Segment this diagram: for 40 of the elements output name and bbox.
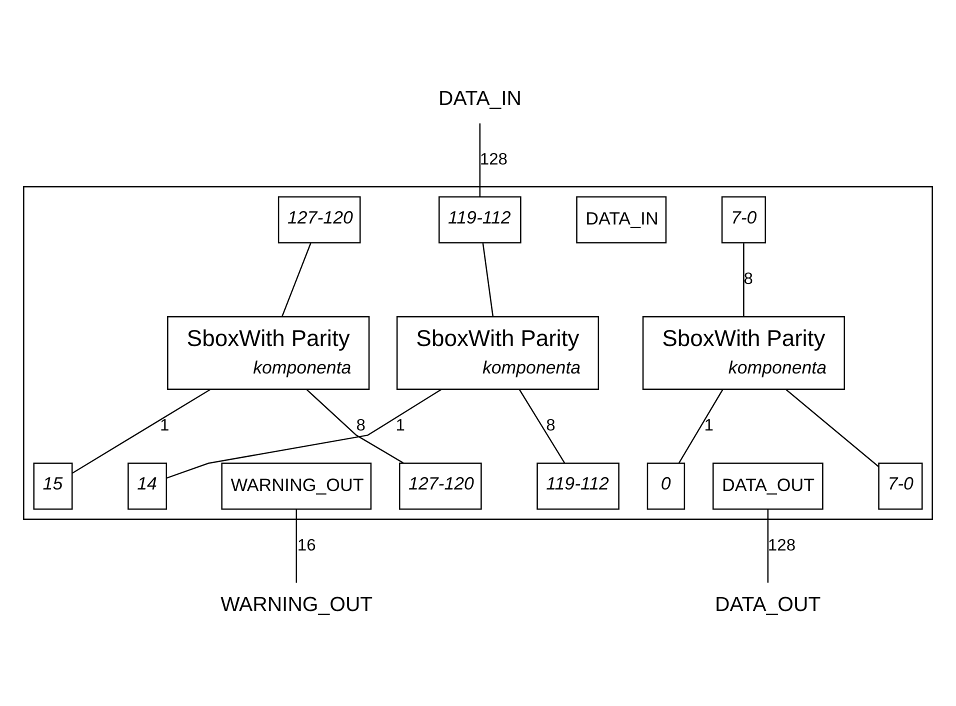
connector (72, 389, 210, 474)
node-box: DATA_IN (576, 196, 667, 244)
node-box: 15 (33, 462, 73, 510)
node-box: 127-120 (278, 196, 361, 244)
node-box: 119-112 (536, 462, 620, 510)
connector (296, 510, 298, 583)
connector (767, 510, 769, 583)
edge-label: 8 (356, 416, 366, 435)
node-box: 0 (646, 462, 686, 510)
edge-label: 16 (297, 535, 316, 554)
node-box: SboxWith Parity komponenta (642, 316, 846, 390)
connector (482, 243, 494, 317)
node-box: WARNING_OUT (221, 462, 372, 510)
connector (281, 243, 312, 317)
node-box: SboxWith Parity komponenta (396, 316, 600, 390)
node-box: 119-112 (438, 196, 522, 244)
node-text: DATA_OUT (715, 594, 821, 616)
edge-label: 8 (744, 269, 753, 288)
edge-label: 1 (704, 416, 714, 435)
node-box: 7-0 (878, 462, 923, 510)
node-box: SboxWith Parity komponenta (167, 316, 370, 390)
edge-label: 128 (480, 149, 508, 168)
connector (306, 389, 404, 464)
connector (678, 389, 724, 464)
connector (743, 243, 744, 317)
edge-label: 1 (396, 416, 406, 435)
node-text: DATA_IN (438, 88, 522, 110)
connector (518, 389, 566, 464)
node-box: 7-0 (721, 196, 766, 244)
edge-label: 128 (768, 535, 796, 554)
node-box: DATA_OUT (712, 462, 824, 510)
node-box: 14 (128, 462, 168, 510)
edge-label: 8 (546, 416, 556, 435)
node-box: 127-120 (398, 462, 482, 510)
cluster (23, 186, 933, 520)
node-text: WARNING_OUT (220, 594, 373, 616)
connector (786, 389, 880, 468)
connector (479, 123, 481, 197)
connector (166, 389, 442, 479)
edge-label: 1 (160, 416, 170, 435)
